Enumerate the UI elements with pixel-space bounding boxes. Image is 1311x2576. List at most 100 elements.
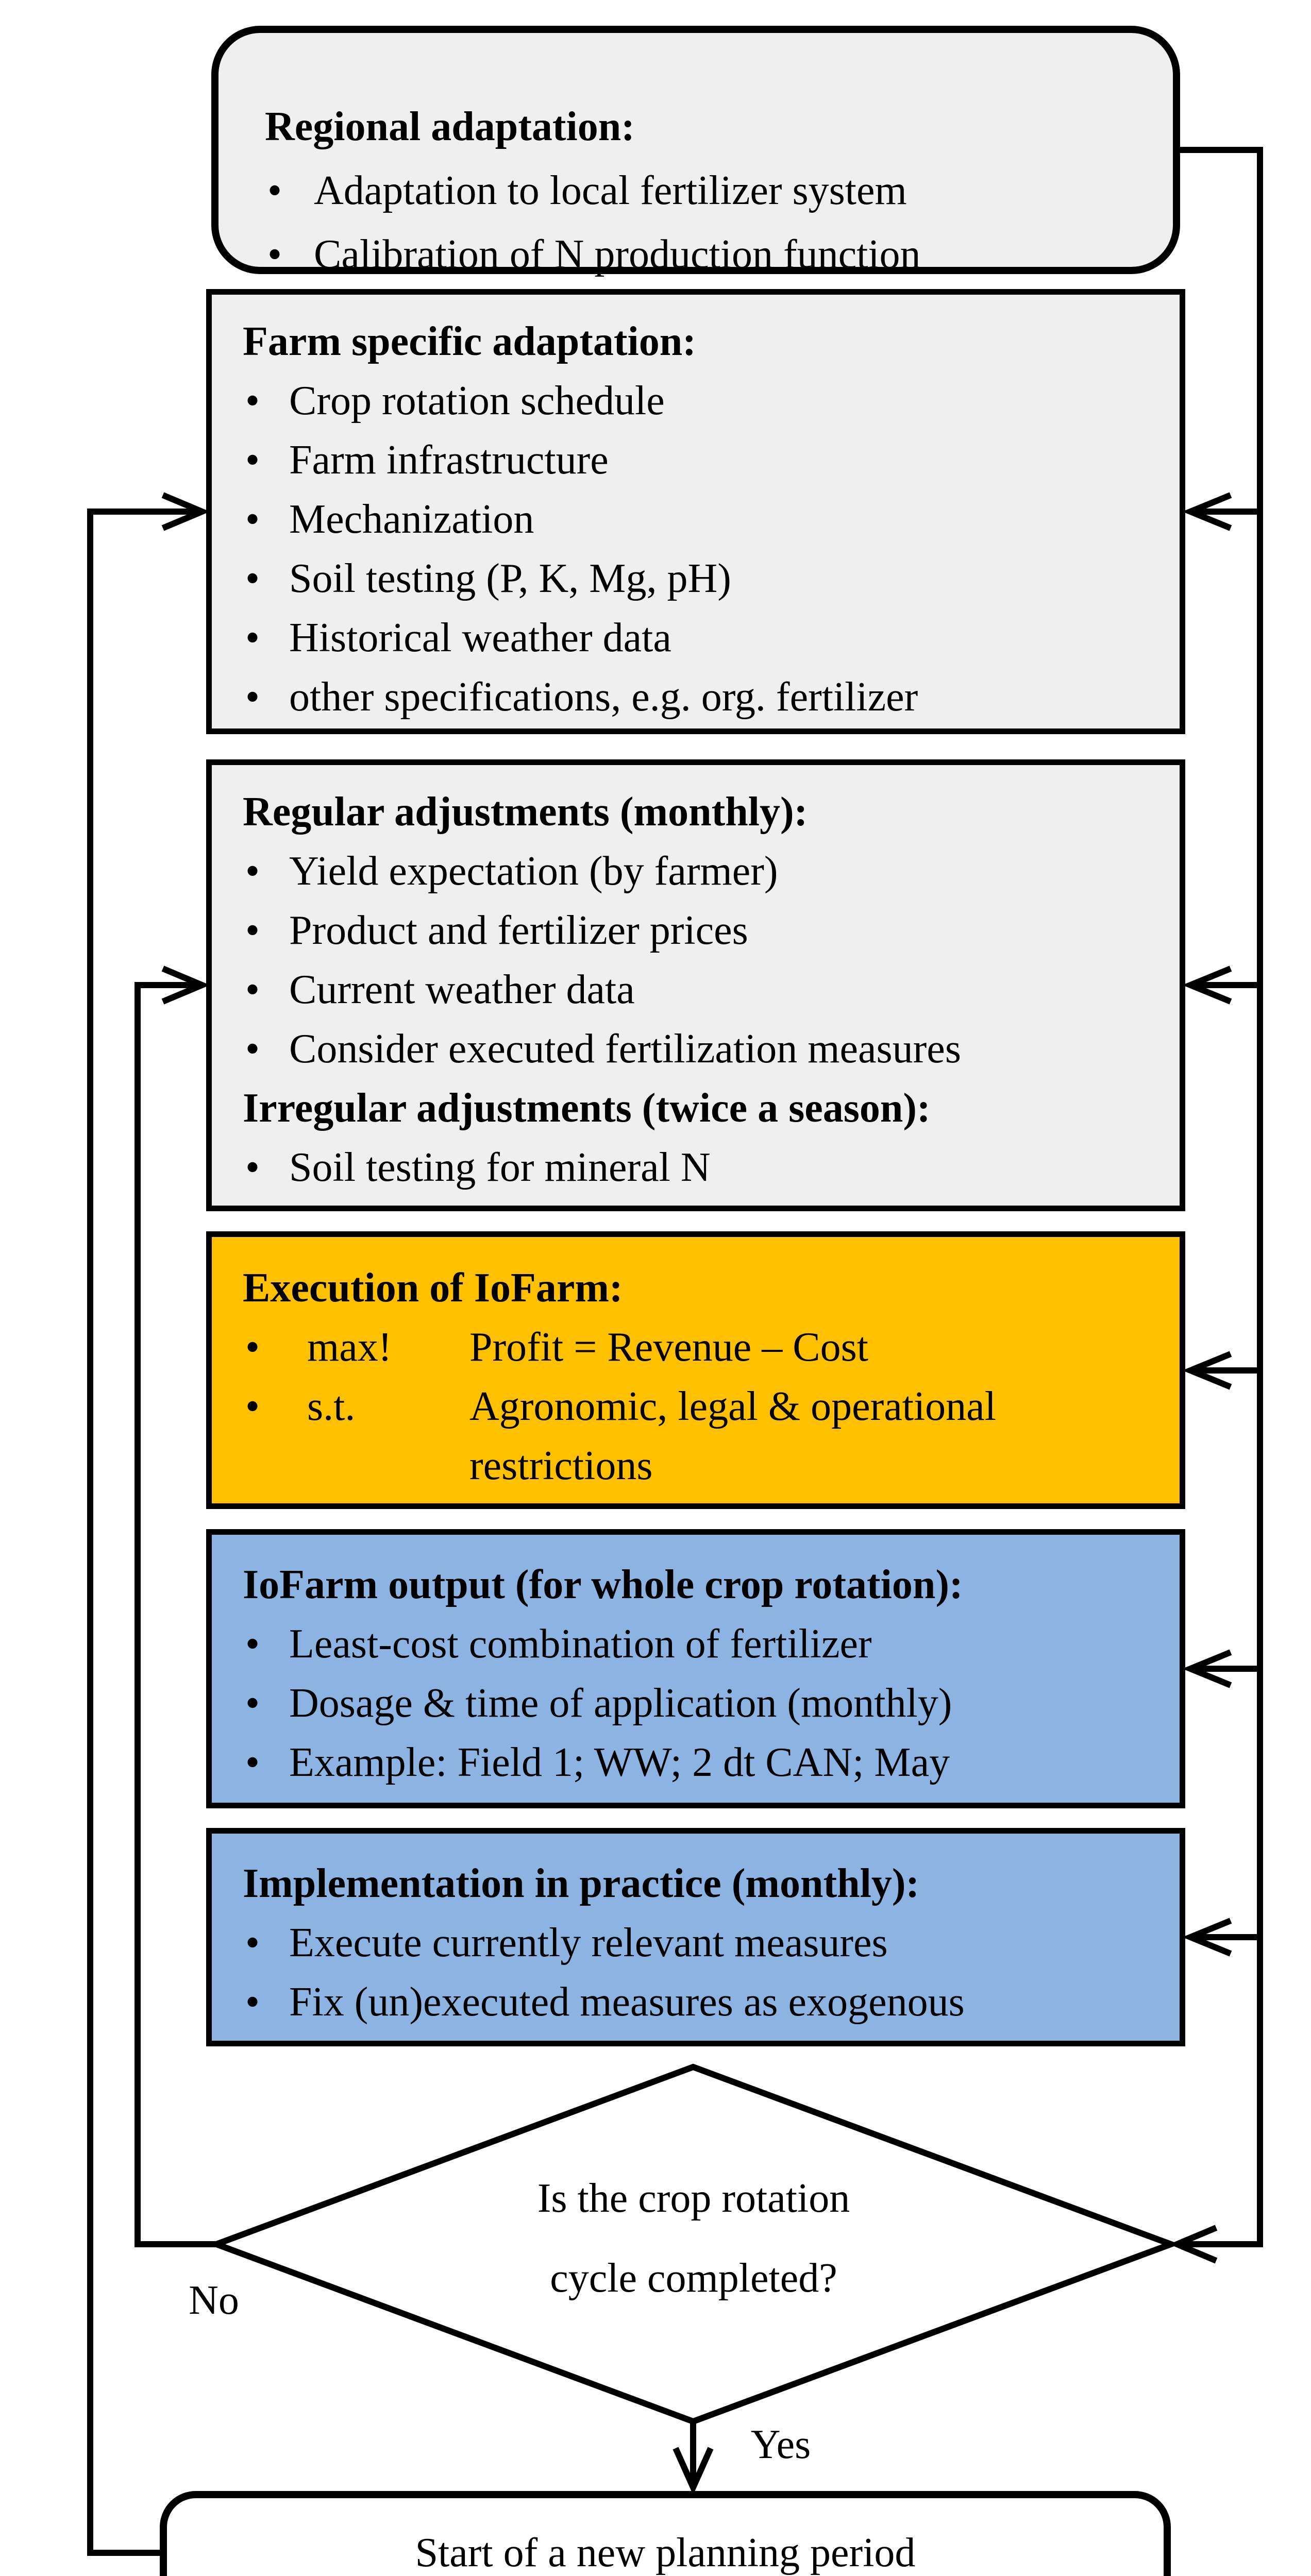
list-item-text: Farm infrastructure [289,437,609,483]
bullet-icon: • [267,232,282,277]
implementation-box: Implementation in practice (monthly): • … [206,1828,1185,2046]
list-item: • Least-cost combination of fertilizer [212,1615,1164,1674]
bullet-icon: • [245,1621,260,1667]
equation-text: Agronomic, legal & operational [469,1384,996,1429]
regional-adaptation-box: Regional adaptation: • Adaptation to loc… [211,26,1180,277]
list-item-text: Calibration of N production function [314,232,921,277]
list-item-text: Adaptation to local fertilizer system [314,168,907,213]
bullet-icon: • [245,556,260,601]
list-item-text: Least-cost combination of fertilizer [289,1621,872,1667]
bullet-icon: • [245,674,260,720]
list-item: • Example: Field 1; WW; 2 dt CAN; May [212,1733,1164,1792]
box-subtitle-row: Irregular adjustments (twice a season): [212,1079,1164,1138]
bullet-icon: • [245,497,260,542]
bullet-icon: • [245,1145,260,1190]
bullet-icon: • [245,1325,260,1370]
list-item: • Current weather data [212,960,1164,1020]
arrow-into-implementation-box-icon [1182,1918,1232,1957]
list-item-text: Execute currently relevant measures [289,1920,888,1965]
list-item: • Product and fertilizer prices [212,901,1164,960]
box-title-row: Regular adjustments (monthly): [212,783,1164,842]
list-item-text: Soil testing (P, K, Mg, pH) [289,556,731,601]
start-new-period-box: Start of a new planning period [160,2491,1171,2576]
list-item: • Calibration of N production function [218,223,1157,286]
list-item: • Adaptation to local fertilizer system [218,159,1157,223]
equation-label: max! [307,1325,392,1370]
box-title: Regular adjustments (monthly): [243,789,808,835]
box-title-row: Farm specific adaptation: [212,312,1164,371]
regular-adjustments-box: Regular adjustments (monthly): • Yield e… [206,759,1185,1211]
decision-question-line1: Is the crop rotation [537,2176,850,2221]
bullet-icon: • [245,437,260,483]
bullet-icon: • [245,1740,260,1785]
list-item: • Historical weather data [212,608,1164,668]
arrow-into-adjustments-box-icon [1182,965,1232,1005]
equation-row: • s.t. Agronomic, legal & operational [212,1377,1164,1436]
list-item-text: Mechanization [289,497,534,542]
decision-question-line2: cycle completed? [550,2256,837,2301]
iofarm-output-box: IoFarm output (for whole crop rotation):… [206,1529,1185,1808]
bullet-icon: • [245,1979,260,2025]
equation-label: s.t. [307,1384,356,1429]
list-item: • Farm infrastructure [212,431,1164,490]
box-title: Execution of IoFarm: [243,1265,623,1311]
list-item-text: Product and fertilizer prices [289,908,748,953]
list-item-text: Crop rotation schedule [289,378,665,423]
bullet-icon: • [245,1681,260,1726]
box-title: Implementation in practice (monthly): [243,1861,920,1906]
box-title: IoFarm output (for whole crop rotation): [243,1562,963,1607]
no-branch-label: No [189,2278,239,2323]
box-title-row: Execution of IoFarm: [212,1259,1164,1318]
arrow-into-farm-left-icon [161,492,210,531]
decision-question: Is the crop rotation cycle completed? [216,2159,1171,2318]
arrow-into-farm-box-icon [1182,492,1232,531]
list-item-text: Fix (un)executed measures as exogenous [289,1979,965,2025]
bullet-icon: • [245,378,260,423]
box-title: Regional adaptation: [265,104,635,149]
yes-branch-label: Yes [750,2422,811,2467]
arrow-into-execution-box-icon [1182,1351,1232,1390]
equation-row: • max! Profit = Revenue – Cost [212,1318,1164,1377]
list-item: • Soil testing (P, K, Mg, pH) [212,549,1164,608]
list-item: • Soil testing for mineral N [212,1138,1164,1197]
list-item: • Mechanization [212,490,1164,549]
bullet-icon: • [245,849,260,894]
equation-text: restrictions [469,1443,653,1488]
box-title-row: IoFarm output (for whole crop rotation): [212,1555,1164,1615]
list-item: • Dosage & time of application (monthly) [212,1674,1164,1733]
list-item: • Yield expectation (by farmer) [212,842,1164,901]
bullet-icon: • [245,615,260,660]
bullet-icon: • [245,1384,260,1429]
list-item-text: Current weather data [289,967,635,1012]
arrow-into-adjustments-left-icon [161,965,210,1005]
bullet-icon: • [245,1026,260,1072]
box-title-row: Regional adaptation: [218,95,1157,159]
equation-row: restrictions [212,1436,1164,1496]
list-item: • Execute currently relevant measures [212,1913,1164,1973]
no-loop-line [135,982,216,2247]
list-item: • other specifications, e.g. org. fertil… [212,668,1164,727]
list-item: • Crop rotation schedule [212,371,1164,431]
list-item: • Fix (un)executed measures as exogenous [212,1973,1164,2032]
start-new-period-text: Start of a new planning period [415,2530,916,2575]
yes-arrow-head-icon [673,2447,714,2495]
bullet-icon: • [245,967,260,1012]
equation-text: Profit = Revenue – Cost [469,1325,868,1370]
list-item-text: other specifications, e.g. org. fertiliz… [289,674,918,720]
list-item-text: Dosage & time of application (monthly) [289,1681,952,1726]
bullet-icon: • [245,1920,260,1965]
bullet-icon: • [267,168,282,213]
execution-iofarm-box: Execution of IoFarm: • max! Profit = Rev… [206,1231,1185,1509]
farm-specific-adaptation-box: Farm specific adaptation: • Crop rotatio… [206,289,1185,734]
list-item-text: Yield expectation (by farmer) [289,849,778,894]
arrow-into-output-box-icon [1182,1649,1232,1688]
main-flow-rail [1180,147,1263,2247]
list-item-text: Historical weather data [289,615,671,660]
list-item-text: Soil testing for mineral N [289,1145,711,1190]
box-subtitle: Irregular adjustments (twice a season): [243,1086,931,1131]
box-title-row: Implementation in practice (monthly): [212,1854,1164,1913]
list-item: • Consider executed fertilization measur… [212,1020,1164,1079]
list-item-text: Example: Field 1; WW; 2 dt CAN; May [289,1740,950,1785]
